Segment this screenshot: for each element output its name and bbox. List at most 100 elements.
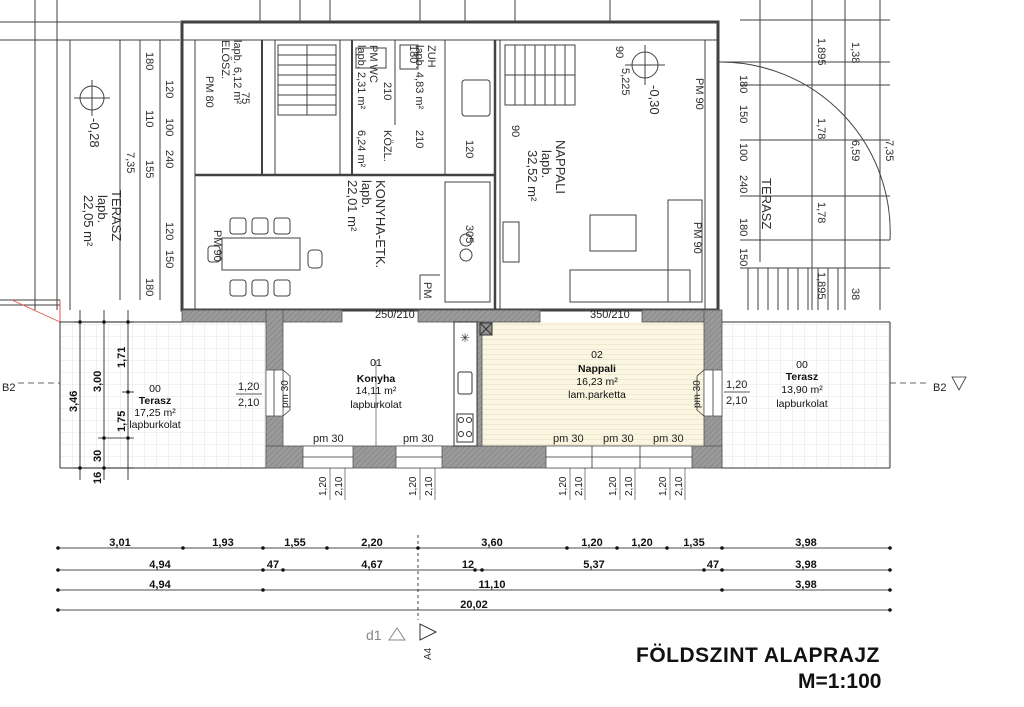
room-labels: 00 Terasz 17,25 m² lapburkolat 01 Konyha… xyxy=(129,349,827,431)
sketch-pm90-3: PM 90 xyxy=(691,222,703,254)
sketch-180-a: 180 xyxy=(143,52,155,70)
dim-30: 30 xyxy=(92,450,104,462)
terasz-left-floor xyxy=(60,322,266,468)
dim-row1-3: 2,20 xyxy=(361,537,382,549)
room-terasz-left: 00 Terasz 17,25 m² lapburkolat xyxy=(129,383,180,431)
dim-row3-2: 3,98 xyxy=(795,579,816,591)
sheet-scale: M=1:100 xyxy=(798,670,882,693)
sketch-180-top: 180 xyxy=(407,45,419,63)
left-dim-labels: 3,46 3,00 1,71 1,75 30 16 xyxy=(68,347,128,484)
sketch-terasz-label: TERASZ xyxy=(109,190,124,241)
terasz-right-floor xyxy=(722,322,890,468)
door-left-pm: pm 30 xyxy=(280,380,291,408)
room-terasz-left-num: 00 xyxy=(149,383,161,395)
sketch-735-right: 7,35 xyxy=(883,140,895,161)
win1-h: 2,10 xyxy=(334,476,345,496)
room-nappali-area: 16,23 m² xyxy=(576,376,618,388)
dim-row2-4: 5,37 xyxy=(583,559,604,571)
sketch-pm-small: PM xyxy=(421,282,433,299)
sketch-138: 1,38 xyxy=(849,42,861,63)
win2-h: 2,10 xyxy=(424,476,435,496)
dim-row2-6: 3,98 xyxy=(795,559,816,571)
sketch-nappali-area: 32,52 m² xyxy=(525,150,540,202)
sink-icon xyxy=(457,371,473,395)
pm-window-4: pm 30 xyxy=(603,433,634,445)
dim-row1-4: 3,60 xyxy=(481,537,502,549)
dim-row1-1: 1,93 xyxy=(212,537,233,549)
dim-row1-2: 1,55 xyxy=(284,537,305,549)
dim-row2-5: 47 xyxy=(707,559,719,571)
floor-fills xyxy=(60,322,890,468)
win5-h: 2,10 xyxy=(674,476,685,496)
section-a4-label: A4 xyxy=(423,647,434,660)
detail-d1-label: d1 xyxy=(366,627,382,643)
wall-top-mid xyxy=(417,309,541,323)
sketch-labels: ELŐSZ. lapb. 6,12 m² PM WC lapb. 2,31 m²… xyxy=(81,38,895,300)
sketch-180-r1: 180 xyxy=(737,75,749,93)
left-dimensions xyxy=(74,310,134,480)
dim-row1-5: 1,20 xyxy=(581,537,602,549)
door-left-opening xyxy=(265,369,284,417)
room-nappali-name: Nappali xyxy=(578,363,616,375)
door-right-height: 2,10 xyxy=(726,395,747,407)
sketch-5225: 5,225 xyxy=(619,68,631,96)
win2-w: 1,20 xyxy=(408,476,419,496)
dim-346: 3,46 xyxy=(68,391,80,412)
section-line-b2 xyxy=(18,376,967,391)
room-terasz-right-area: 13,90 m² xyxy=(781,384,823,396)
opening-top-left: 250/210 xyxy=(375,309,415,321)
sketch-terasz-sub: lapb. xyxy=(95,195,110,223)
sketch-kozl-label: KÖZL. xyxy=(381,130,393,162)
win4-w: 1,20 xyxy=(608,476,619,496)
dim-175: 1,75 xyxy=(116,411,128,432)
dim-row1-0: 3,01 xyxy=(109,537,130,549)
sketch-38: 38 xyxy=(849,288,861,300)
sketch-240-r: 240 xyxy=(737,175,749,193)
sketch-pm90-1: PM 90 xyxy=(211,230,223,262)
pm-window-3: pm 30 xyxy=(553,433,584,445)
sketch-pm90-2: PM 90 xyxy=(693,78,705,110)
room-nappali-num: 02 xyxy=(591,349,603,361)
sketch-pm80: PM 80 xyxy=(203,76,215,108)
room-nappali: 02 Nappali 16,23 m² lam.parketta xyxy=(568,349,626,401)
win3-h: 2,10 xyxy=(574,476,585,496)
sketch-240: 240 xyxy=(163,150,175,168)
bottom-dimension-ticks xyxy=(56,546,892,612)
opening-details xyxy=(273,369,714,468)
pm-window-2: pm 30 xyxy=(403,433,434,445)
room-terasz-right-floor: lapburkolat xyxy=(776,398,827,410)
room-terasz-right: 00 Terasz 13,90 m² lapburkolat xyxy=(776,359,827,410)
win4-h: 2,10 xyxy=(624,476,635,496)
sketch-nappali-sub: lapb. xyxy=(539,150,554,178)
dim-300: 3,00 xyxy=(92,371,104,392)
sketch-level-1: -0,28 xyxy=(87,118,102,148)
sketch-180-b: 180 xyxy=(143,278,155,296)
sketch-nappali-label: NAPPALI xyxy=(553,140,568,194)
sketch-120-a: 120 xyxy=(163,80,175,98)
dim-row1-8: 3,98 xyxy=(795,537,816,549)
pm-window-1: pm 30 xyxy=(313,433,344,445)
window-leaders xyxy=(329,468,686,500)
door-left-height: 2,10 xyxy=(238,397,259,409)
window-size-labels: 1,20 2,10 1,20 2,10 1,20 2,10 1,20 2,10 … xyxy=(318,476,685,496)
sketch-zuh-label: ZUH xyxy=(425,45,437,68)
sketch-konyha-etk-label: KONYHA-ETK. xyxy=(373,180,388,268)
sketch-konyha-etk-sub: lapb. xyxy=(359,180,374,208)
sketch-kozl-area: 6,24 m² xyxy=(355,130,367,168)
door-labels: 1,20 2,10 pm 30 1,20 2,10 pm 30 xyxy=(236,379,750,409)
dim-row1-6: 1,20 xyxy=(631,537,652,549)
sketch-90-a: 90 xyxy=(613,46,625,58)
room-terasz-right-name: Terasz xyxy=(786,371,819,383)
sketch-110: 110 xyxy=(143,110,155,128)
door-right-width: 1,20 xyxy=(726,379,747,391)
sketch-eloter-area: lapb. 6,12 m² xyxy=(231,40,243,105)
sketch-150-r2: 150 xyxy=(737,248,749,266)
sketch-659: 6,59 xyxy=(849,140,861,161)
sketch-210-b: 210 xyxy=(413,130,425,148)
sketch-735-left: 7,35 xyxy=(124,152,136,173)
fan-icon: ✳ xyxy=(460,331,470,345)
win5-w: 1,20 xyxy=(658,476,669,496)
sketch-terasz-right-label: TERASZ xyxy=(759,178,774,229)
sketch-level-2: -0,30 xyxy=(647,85,662,115)
sketch-305: 305 xyxy=(463,225,475,243)
